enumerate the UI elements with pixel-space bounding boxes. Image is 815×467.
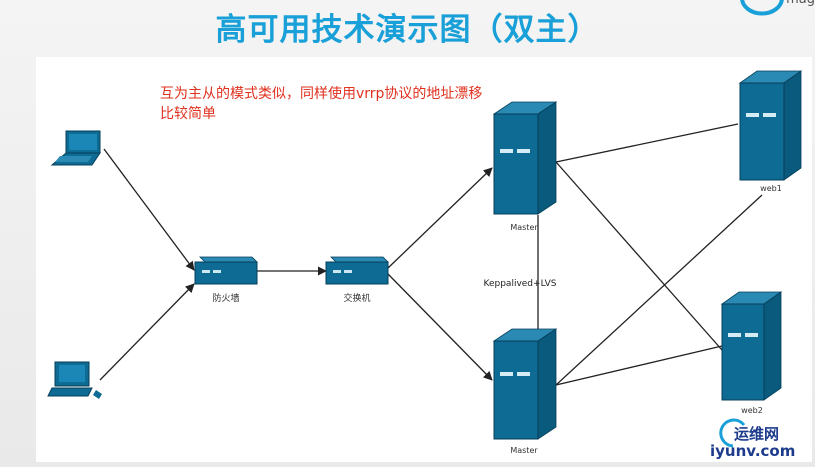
edge-pc-firewall: [99, 283, 195, 381]
watermark-bottom: iyunv.com: [710, 442, 796, 460]
web1-label: web1: [760, 184, 782, 193]
edge-switch-master-top: [387, 167, 493, 269]
keepalived-label: Keppalived+LVS: [484, 279, 557, 289]
edge-mastertop-web1: [555, 123, 739, 163]
edge-masterbottom-web2: [555, 345, 723, 386]
desktop-pc-icon: [47, 361, 102, 399]
note-text: 互为主从的模式类似，同样使用vrrp协议的地址漂移 比较简单: [160, 84, 580, 124]
edge-masterbottom-web1: [555, 194, 763, 386]
watermark-top: 运维网: [734, 425, 780, 443]
edge-mastertop-web2: [555, 161, 723, 351]
web2-label: web2: [741, 406, 763, 415]
master-top-server-icon: [492, 101, 558, 215]
master-top-label: Master: [510, 223, 538, 232]
web1-server-icon: [738, 70, 803, 181]
switch-label: 交换机: [343, 292, 370, 304]
web2-server-icon: [720, 291, 783, 401]
edge-laptop-firewall: [103, 148, 195, 271]
master-bottom-label: Master: [510, 446, 538, 455]
firewall-label: 防火墙: [212, 292, 239, 304]
note-line-2: 比较简单: [160, 106, 216, 122]
master-bottom-server-icon: [492, 328, 558, 440]
note-line-1: 互为主从的模式类似，同样使用vrrp协议的地址漂移: [160, 86, 483, 102]
switch-icon: [325, 256, 389, 285]
laptop-icon: [50, 130, 101, 166]
watermark: 运维网 iyunv.com: [706, 423, 815, 465]
watermark-logo-icon: [719, 418, 746, 448]
corner-logo-text: mag: [786, 0, 815, 7]
page-title: 高可用技术演示图（双主）: [215, 12, 600, 48]
corner-logo-icon: [740, 0, 784, 16]
firewall-icon: [194, 256, 258, 285]
diagram-panel: [36, 57, 812, 462]
edge-switch-master-bottom: [387, 273, 493, 381]
